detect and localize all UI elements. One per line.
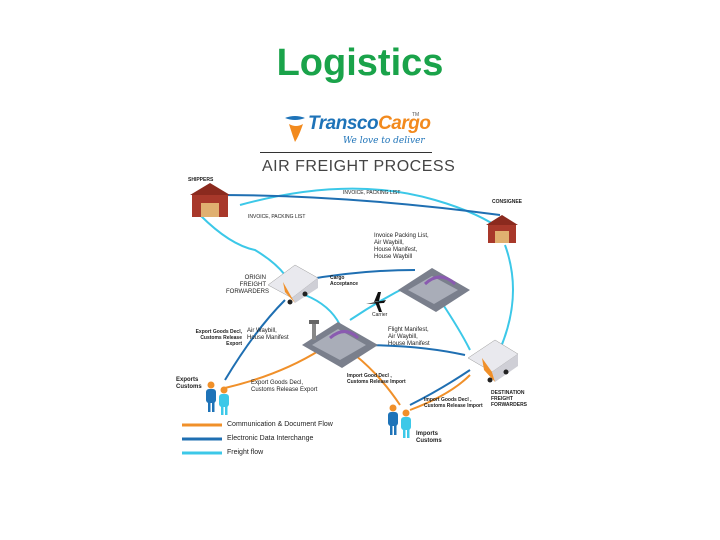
import-good-decl-label: Import Good Decl ,Customs Release Import (347, 373, 406, 385)
slide-title: Logistics (276, 42, 444, 84)
awb-house-manifest-label: Air Waybill,House Manifest (247, 328, 289, 341)
edi-shipper-consignee (214, 194, 501, 216)
comm-export-customs-hub (224, 349, 321, 389)
freight-flow-origin-export-hub (304, 294, 341, 326)
import-airport-hub-icon (398, 268, 470, 312)
carrier-label: Carrier (372, 312, 388, 318)
invoice-awb-label: Invoice Packing List,Air Waybill,House M… (374, 233, 429, 260)
brand-name: TranscoCargo (308, 113, 431, 134)
destination-truck-icon (467, 339, 519, 383)
exports-customs-people-icon (206, 381, 229, 415)
comm-import-customs-hub (354, 354, 401, 406)
process-heading: AIR FREIGHT PROCESS (262, 158, 456, 175)
legend-label-edi: Electronic Data Interchange (227, 435, 314, 442)
heading-rule (260, 152, 432, 153)
freight-flow-shipper-origin (199, 214, 286, 276)
logo-mark-icon (285, 116, 305, 142)
legend-label-communication: Communication & Document Flow (227, 421, 333, 428)
edi-origin-export-customs (224, 299, 286, 381)
edi-destination-import-customs (409, 369, 471, 406)
consignee-warehouse-icon (486, 215, 518, 243)
transcocargo-logo: TranscoCargo TM We love to deliver (283, 110, 443, 154)
freight-flow-import-hub-destination (439, 299, 471, 351)
edi-origin-import-hub (304, 269, 416, 281)
invoice-packing-top-label: INVOICE, PACKING LIST (343, 190, 401, 196)
origin-truck-icon (267, 264, 319, 305)
freight-flow-shipper-consignee (239, 187, 506, 233)
flight-manifest-label: Flight Manifest,Air Waybill,House Manife… (388, 327, 430, 347)
imports-customs-people-icon (388, 404, 411, 438)
invoice-packing-left-label: INVOICE, PACKING LIST (248, 214, 306, 220)
comm-import-customs-destination (409, 374, 471, 411)
legend-label-freight: Freight flow (227, 449, 264, 456)
consignee-label: CONSIGNEE (492, 199, 523, 205)
shippers-label: SHIPPERS (188, 177, 214, 183)
export-airport-hub-icon (302, 320, 378, 368)
export-goods-decl-label: Export Goods Decl,Customs Release Export (251, 380, 318, 393)
shippers-warehouse-icon (190, 183, 230, 217)
import-goods-small-label: Import Goods Decl ,Customs Release Impor… (424, 397, 483, 409)
brand-tagline: We love to deliver (343, 136, 425, 146)
brand-trademark: TM (412, 112, 420, 118)
airplane-icon (366, 292, 386, 312)
